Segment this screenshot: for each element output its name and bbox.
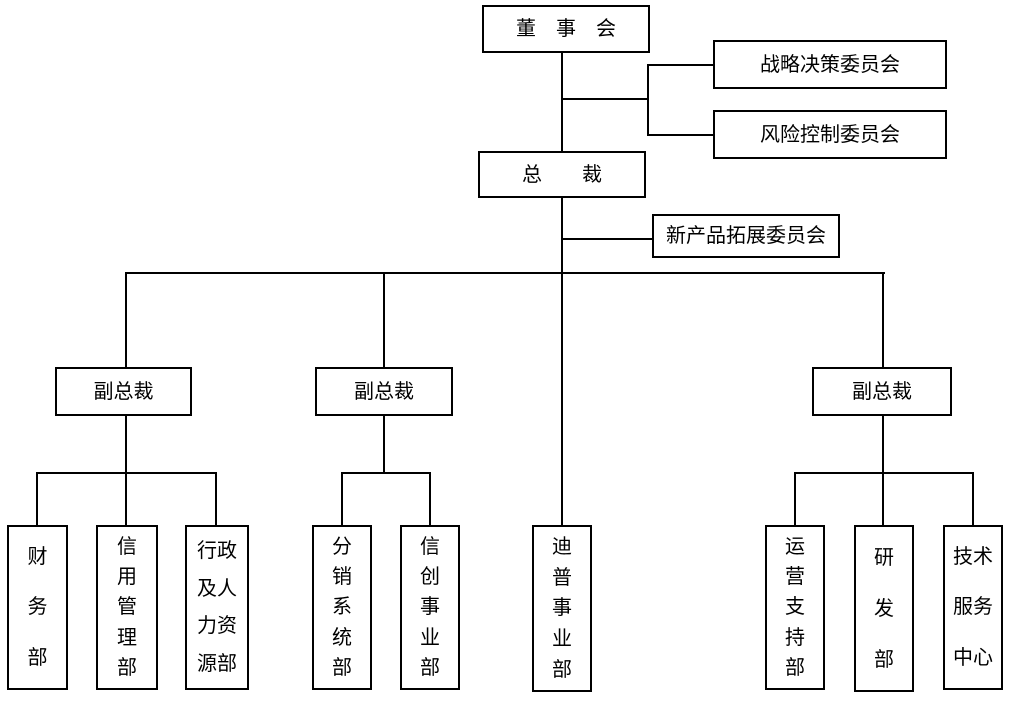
org-node-president: 总 裁 [478, 151, 646, 198]
org-node-dipu: 迪普事业部 [532, 525, 592, 692]
connector-distribution-line [125, 272, 885, 274]
connector-vp-right-stem [882, 416, 884, 474]
connector-drop-tech-service [972, 474, 974, 525]
org-node-xinchuang: 信创事业部 [400, 525, 460, 690]
connector-drop-distribution [341, 474, 343, 525]
org-node-board: 董 事 会 [482, 5, 650, 53]
connector-board-president [561, 52, 563, 152]
connector-drop-xinchuang [429, 474, 431, 525]
org-node-finance: 财务部 [7, 525, 68, 690]
org-node-vp-left: 副总裁 [55, 367, 192, 416]
org-node-tech-service: 技术服务中心 [943, 525, 1003, 690]
org-node-risk-committee: 风险控制委员会 [713, 110, 947, 159]
connector-committees-bracket [647, 64, 649, 136]
org-node-strategy-committee: 战略决策委员会 [713, 40, 947, 89]
org-node-admin-hr: 行政及人力资源部 [185, 525, 249, 690]
connector-drop-vp-left [125, 273, 127, 367]
connector-drop-credit [125, 474, 127, 525]
org-node-rnd: 研发部 [854, 525, 914, 692]
connector-vp-left-stem [125, 416, 127, 474]
connector-branch-committees [561, 98, 649, 100]
connector-drop-finance [36, 474, 38, 525]
org-node-credit: 信用管理部 [96, 525, 158, 690]
org-node-distribution: 分销系统部 [312, 525, 372, 690]
connector-drop-vp-middle [383, 273, 385, 367]
org-node-new-product-committee: 新产品拓展委员会 [652, 214, 840, 258]
connector-drop-operations [794, 474, 796, 525]
org-node-vp-right: 副总裁 [812, 367, 952, 416]
connector-risk-committee [647, 134, 713, 136]
connector-drop-vp-right [882, 273, 884, 367]
connector-drop-rnd [882, 474, 884, 525]
connector-new-product-committee [561, 238, 653, 240]
connector-vp-middle-bracket [341, 472, 431, 474]
org-node-operations: 运营支持部 [765, 525, 825, 690]
org-node-vp-middle: 副总裁 [315, 367, 453, 416]
connector-president-spine [561, 198, 563, 525]
connector-vp-left-bracket [36, 472, 217, 474]
connector-drop-admin-hr [215, 474, 217, 525]
connector-vp-middle-stem [383, 416, 385, 474]
connector-vp-right-bracket [794, 472, 974, 474]
connector-strategy-committee [647, 64, 713, 66]
